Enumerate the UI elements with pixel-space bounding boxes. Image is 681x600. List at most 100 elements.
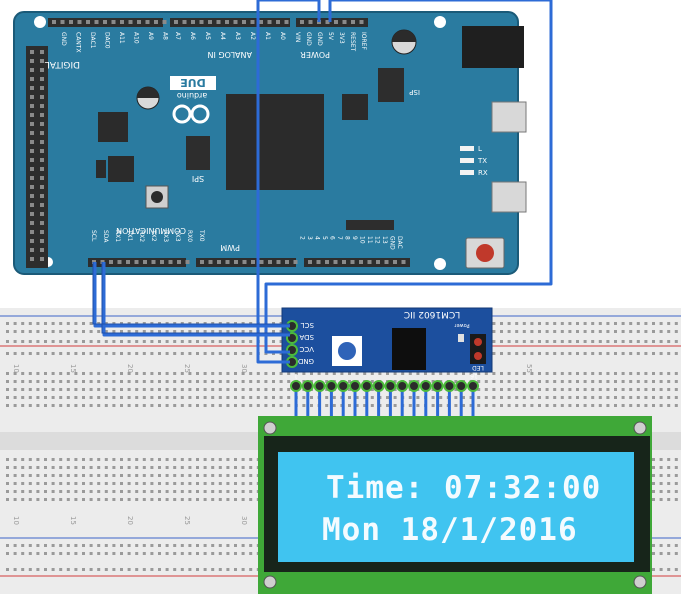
breadboard-hole bbox=[522, 372, 526, 375]
header-pin bbox=[40, 59, 44, 63]
breadboard-hole bbox=[659, 388, 663, 391]
breadboard-hole bbox=[203, 466, 207, 469]
breadboard-hole bbox=[538, 404, 541, 407]
breadboard-hole bbox=[211, 388, 215, 391]
breadboard-hole bbox=[203, 544, 207, 547]
breadboard-hole bbox=[264, 372, 268, 375]
breadboard-hole bbox=[241, 466, 245, 469]
header-pin bbox=[40, 167, 44, 171]
breadboard-hole bbox=[636, 388, 640, 391]
breadboard-hole bbox=[180, 482, 184, 485]
breadboard-hole bbox=[659, 474, 663, 477]
breadboard-hole bbox=[439, 396, 443, 399]
header-pin bbox=[30, 203, 34, 207]
breadboard-hole bbox=[348, 396, 351, 399]
breadboard-hole bbox=[13, 340, 17, 343]
header-pin bbox=[242, 260, 247, 264]
breadboard-hole bbox=[165, 466, 169, 469]
breadboard-hole bbox=[112, 404, 116, 407]
breadboard-hole bbox=[127, 568, 131, 571]
breadboard-hole bbox=[112, 490, 116, 493]
header-pin bbox=[293, 260, 298, 264]
breadboard-hole bbox=[82, 388, 85, 391]
breadboard-hole bbox=[538, 396, 541, 399]
breadboard-hole bbox=[196, 404, 199, 407]
breadboard-hole bbox=[173, 388, 177, 391]
breadboard-hole bbox=[644, 322, 648, 325]
i2c-pin bbox=[313, 380, 326, 392]
breadboard-hole bbox=[6, 396, 9, 399]
breadboard-hole bbox=[598, 388, 602, 391]
breadboard-hole bbox=[158, 340, 161, 343]
breadboard-hole bbox=[196, 458, 199, 461]
breadboard-hole bbox=[59, 544, 63, 547]
breadboard-hole bbox=[211, 330, 215, 333]
breadboard-hole bbox=[674, 352, 678, 355]
breadboard-hole bbox=[112, 352, 116, 355]
breadboard-hole bbox=[522, 340, 526, 343]
breadboard-hole bbox=[568, 352, 572, 355]
breadboard-hole bbox=[667, 568, 671, 571]
breadboard-hole bbox=[500, 330, 503, 333]
breadboard-hole bbox=[659, 404, 663, 407]
breadboard-hole bbox=[82, 352, 85, 355]
model-label: DUE bbox=[180, 76, 206, 89]
breadboard-hole bbox=[127, 466, 131, 469]
breadboard-hole bbox=[211, 396, 215, 399]
breadboard-hole bbox=[142, 404, 146, 407]
breadboard-hole bbox=[74, 482, 78, 485]
breadboard-hole bbox=[150, 388, 154, 391]
breadboard-hole bbox=[234, 568, 237, 571]
header-pin bbox=[30, 248, 34, 252]
i2c-pin bbox=[337, 380, 350, 392]
pin-label: 4 bbox=[314, 236, 321, 240]
breadboard-hole bbox=[226, 482, 230, 485]
column-number: 15 bbox=[69, 516, 77, 525]
breadboard-hole bbox=[120, 330, 123, 333]
breadboard-hole bbox=[454, 380, 458, 383]
lcd-screen bbox=[278, 452, 634, 562]
breadboard-hole bbox=[211, 490, 215, 493]
breadboard-hole bbox=[591, 396, 595, 399]
breadboard-hole bbox=[165, 330, 169, 333]
breadboard-hole bbox=[66, 568, 70, 571]
breadboard-hole bbox=[82, 380, 85, 383]
breadboard-hole bbox=[196, 544, 199, 547]
breadboard-hole bbox=[256, 372, 260, 375]
breadboard-hole bbox=[59, 552, 63, 555]
breadboard-hole bbox=[36, 568, 40, 571]
breadboard-hole bbox=[66, 340, 70, 343]
breadboard-hole bbox=[614, 388, 617, 391]
breadboard-hole bbox=[218, 458, 222, 461]
breadboard-hole bbox=[112, 372, 116, 375]
header-pin bbox=[30, 68, 34, 72]
breadboard-hole bbox=[370, 396, 374, 399]
breadboard-hole bbox=[393, 404, 397, 407]
wire-outlines bbox=[92, 262, 290, 334]
breadboard-hole bbox=[249, 388, 253, 391]
breadboard-hole bbox=[142, 544, 146, 547]
breadboard-hole bbox=[332, 372, 336, 375]
breadboard-hole bbox=[659, 498, 663, 501]
breadboard-hole bbox=[568, 396, 572, 399]
header-pin bbox=[94, 20, 99, 24]
breadboard-hole bbox=[135, 466, 139, 469]
breadboard-hole bbox=[674, 372, 678, 375]
breadboard-hole bbox=[522, 388, 526, 391]
breadboard-hole bbox=[614, 340, 617, 343]
header-pin bbox=[109, 260, 113, 264]
breadboard-hole bbox=[104, 404, 108, 407]
breadboard-hole bbox=[6, 482, 9, 485]
pin-label: A6 bbox=[189, 32, 196, 40]
breadboard-hole bbox=[142, 396, 146, 399]
breadboard-hole bbox=[218, 396, 222, 399]
breadboard-hole bbox=[218, 388, 222, 391]
header-pin bbox=[259, 260, 264, 264]
header-pin bbox=[308, 260, 312, 264]
breadboard-hole bbox=[180, 458, 184, 461]
breadboard-hole bbox=[104, 458, 108, 461]
breadboard-hole bbox=[89, 330, 93, 333]
breadboard-hole bbox=[82, 474, 85, 477]
mounting-hole bbox=[34, 16, 46, 28]
